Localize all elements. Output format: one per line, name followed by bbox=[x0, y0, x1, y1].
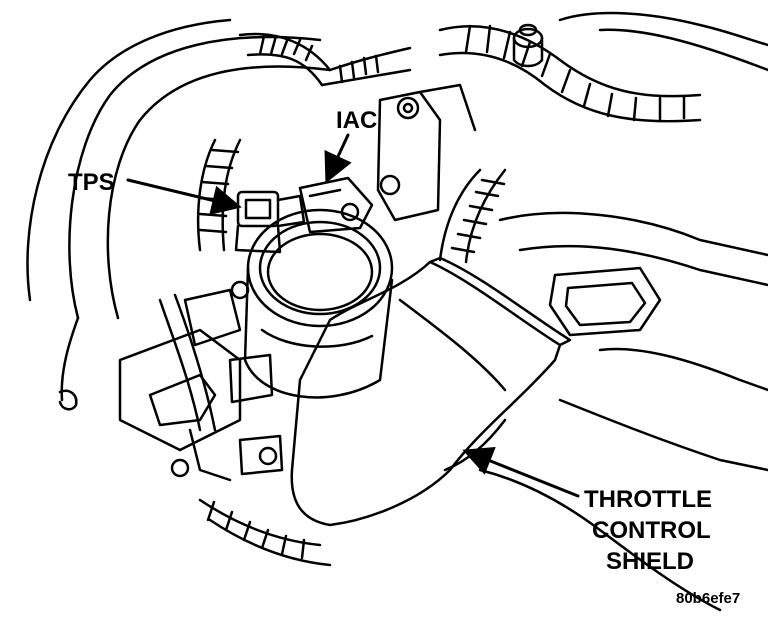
throttle-label-line3: SHIELD bbox=[606, 548, 694, 575]
top-bolt bbox=[512, 23, 544, 68]
shield-callout-arrow bbox=[462, 446, 580, 498]
wiring-harness-upper bbox=[238, 32, 412, 87]
figure-code: 80b6efe7 bbox=[676, 590, 740, 607]
wiring-harness-loom bbox=[196, 138, 507, 264]
iac-label: IAC bbox=[336, 107, 377, 134]
hose-fitting bbox=[183, 280, 284, 476]
throttle-label-line1: THROTTLE bbox=[584, 486, 712, 513]
iac-callout-arrow bbox=[324, 133, 352, 184]
intake-plenum bbox=[478, 211, 768, 612]
lower-left-components bbox=[58, 293, 332, 567]
throttle-control-shield bbox=[290, 256, 572, 527]
tps-callout-arrow bbox=[126, 178, 242, 215]
throttle-label-line2: CONTROL bbox=[592, 517, 711, 544]
air-intake-hose bbox=[26, 18, 332, 402]
tps-label: TPS bbox=[68, 169, 115, 196]
throttle-body bbox=[243, 208, 394, 399]
mounting-bracket bbox=[376, 83, 477, 222]
wiring-harness-right bbox=[438, 11, 768, 123]
